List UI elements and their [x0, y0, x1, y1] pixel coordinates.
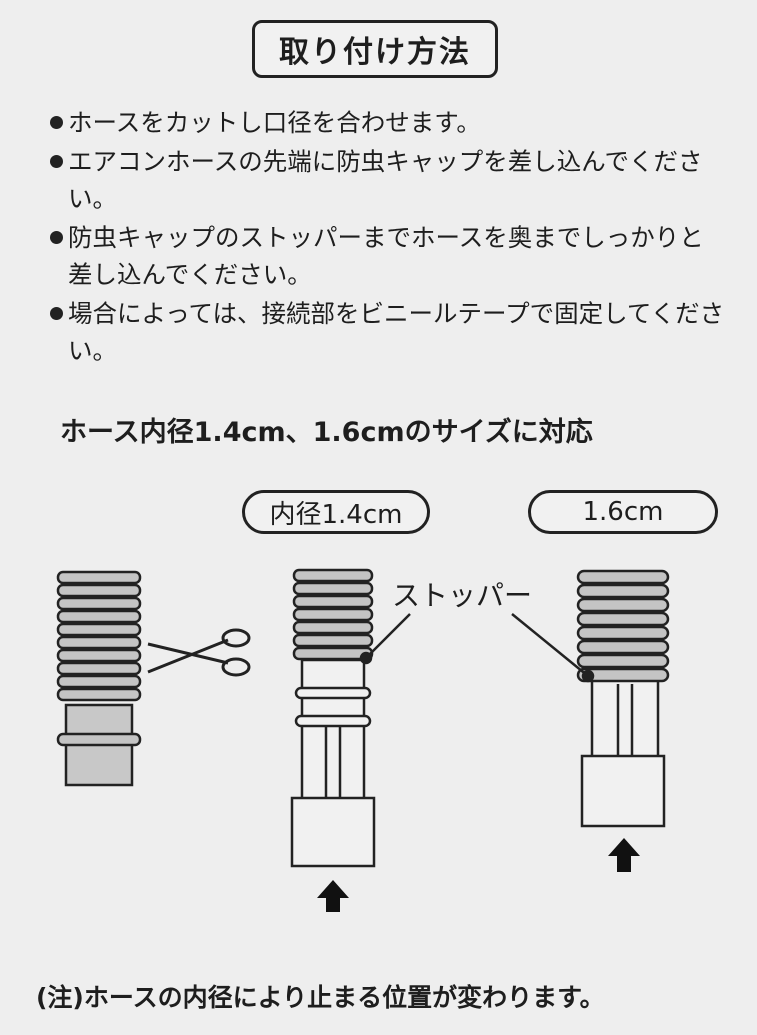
size-heading: ホース内径1.4cm、1.6cmのサイズに対応: [60, 417, 593, 448]
cap-with-14cm-hose: [290, 568, 411, 868]
instruction-item: 防虫キャップのストッパーまでホースを奥までしっかりと差し込んでください。: [48, 219, 728, 293]
arrow-up-icon: [608, 838, 640, 872]
footnote: (注)ホースの内径により止まる位置が変わります。: [36, 983, 605, 1012]
instruction-item: ホースをカットし口径を合わせます。: [48, 104, 728, 141]
page-title: 取り付け方法: [252, 20, 498, 78]
cap-with-16cm-hose: [511, 569, 670, 828]
instruction-item: エアコンホースの先端に防虫キャップを差し込んでください。: [48, 143, 728, 217]
scissors-icon: [147, 628, 251, 677]
arrow-up-icon: [317, 880, 349, 912]
label-inner-diameter-16: 1.6cm: [528, 490, 718, 534]
instruction-item: 場合によっては、接続部をビニールテープで固定してください。: [48, 295, 728, 369]
cut-hose-illustration: [56, 570, 142, 787]
instruction-list: ホースをカットし口径を合わせます。 エアコンホースの先端に防虫キャップを差し込ん…: [48, 104, 728, 371]
stopper-label: ストッパー: [392, 579, 533, 612]
label-inner-diameter-14: 内径1.4cm: [242, 490, 430, 534]
